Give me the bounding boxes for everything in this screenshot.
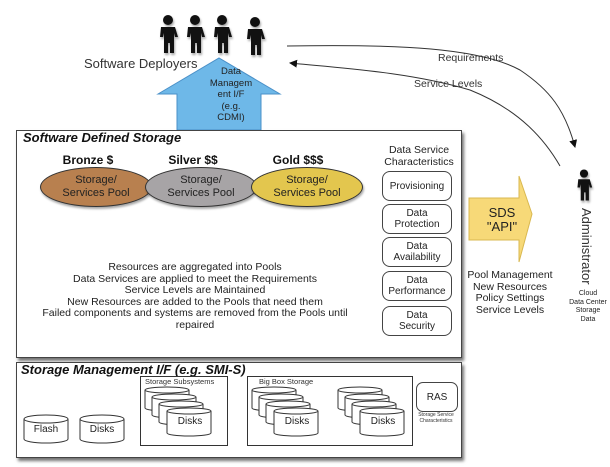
admin-caption-line: Data Center [569, 298, 607, 306]
service-levels-label: Service Levels [414, 78, 483, 90]
data-management-line: CDMI) [217, 112, 245, 123]
characteristic-line: Availability [393, 252, 441, 263]
api-caption-line: New Resources [472, 280, 548, 293]
characteristic-line: Provisioning [389, 180, 445, 192]
pool-line: Storage/ [180, 174, 222, 186]
characteristic-line: Data [406, 208, 428, 219]
pool-bronze: Storage/Services Pool [40, 167, 152, 207]
characteristics-title: Data Service Characteristics [378, 144, 460, 168]
pool-line: Storage/ [286, 174, 328, 186]
api-caption-line: Service Levels [475, 303, 545, 316]
disk-stack-icon [337, 386, 405, 437]
data-management-arrow [156, 57, 282, 131]
ras-caption: Storage Service Characteristics [418, 412, 454, 424]
bigbox-disks-label-2: Disks [370, 416, 396, 427]
person-icon [157, 14, 179, 54]
storage-subsystems-label: Storage Subsystems [145, 377, 215, 386]
disk-stack-icon [144, 386, 212, 437]
administrator-label: Administrator [579, 208, 594, 285]
pool-line: Services Pool [62, 187, 130, 199]
data-management-line: Data [220, 66, 242, 77]
sds-title: Software Defined Storage [23, 130, 182, 145]
description-line: New Resources are added to the Pools tha… [67, 295, 323, 308]
characteristic-line: Data [406, 241, 428, 252]
pool-line: Storage/ [75, 174, 117, 186]
characteristics-title-line: Characteristics [384, 156, 454, 168]
subsystems-disks-label: Disks [177, 416, 203, 427]
pool-silver: Storage/Services Pool [145, 167, 257, 207]
characteristic-line: Performance [388, 286, 446, 297]
deployers-label: Software Deployers [84, 56, 198, 71]
disk-stack-icon [251, 386, 319, 437]
data-management-line: (e.g. [221, 100, 241, 112]
api-caption-line: Pool Management [467, 269, 553, 281]
admin-caption-line: Data [580, 315, 596, 323]
tier-label-silver: Silver $$ [168, 153, 218, 167]
description-line: Data Services are applied to meet the Re… [73, 272, 317, 285]
admin-caption-line: Storage [575, 307, 601, 314]
requirements-label: Requirements [438, 52, 504, 64]
api-line: "API" [486, 219, 518, 234]
big-box-storage-label: Big Box Storage [259, 377, 314, 386]
admin-caption-line: Cloud [578, 290, 598, 297]
tier-label-gold: Gold $$$ [272, 153, 324, 167]
person-icon [244, 16, 266, 56]
sds-description: Resources are aggregated into Pools Data… [30, 261, 360, 331]
disks-label: Disks [89, 424, 115, 435]
characteristic-line: Protection [394, 219, 440, 230]
description-line: Failed components and systems are remove… [42, 307, 348, 331]
data-management-label: Data Managem ent I/F (e.g. CDMI) [196, 66, 266, 124]
description-line: Resources are aggregated into Pools [108, 261, 282, 273]
sds-api-label: SDS "API" [474, 206, 530, 234]
data-management-line: Managem [209, 77, 253, 89]
flash-label: Flash [33, 424, 59, 435]
tier-label-bronze: Bronze $ [62, 153, 114, 167]
characteristic-line: Security [398, 321, 436, 332]
administrator-person-icon [575, 168, 593, 202]
characteristic-provisioning: Provisioning [382, 171, 452, 201]
data-management-line: ent I/F [217, 89, 245, 100]
smi-title: Storage Management I/F (e.g. SMI-S) [21, 362, 246, 377]
pool-gold: Storage/Services Pool [251, 167, 363, 207]
person-icon [211, 14, 233, 54]
characteristic-line: Data [406, 275, 428, 286]
api-caption-line: Policy Settings [475, 292, 545, 304]
api-line: SDS [488, 205, 516, 220]
requirements-arrow [286, 45, 578, 148]
bigbox-disks-label-1: Disks [284, 416, 310, 427]
administrator-caption: Cloud Data Center Storage Data [566, 290, 610, 324]
sds-api-arrow [468, 175, 533, 263]
ras-box: RAS [416, 382, 458, 412]
pool-line: Services Pool [273, 187, 341, 199]
flash-cylinder-icon [23, 414, 69, 444]
pool-line: Services Pool [167, 187, 235, 199]
description-line: Service Levels are Maintained [124, 284, 266, 296]
api-caption: Pool Management New Resources Policy Set… [462, 269, 558, 316]
characteristic-line: Data [406, 310, 428, 321]
characteristics-title-line: Data Service [388, 144, 450, 156]
person-icon [184, 14, 206, 54]
disks-cylinder-icon [79, 414, 125, 444]
service-levels-arrow [289, 59, 561, 167]
